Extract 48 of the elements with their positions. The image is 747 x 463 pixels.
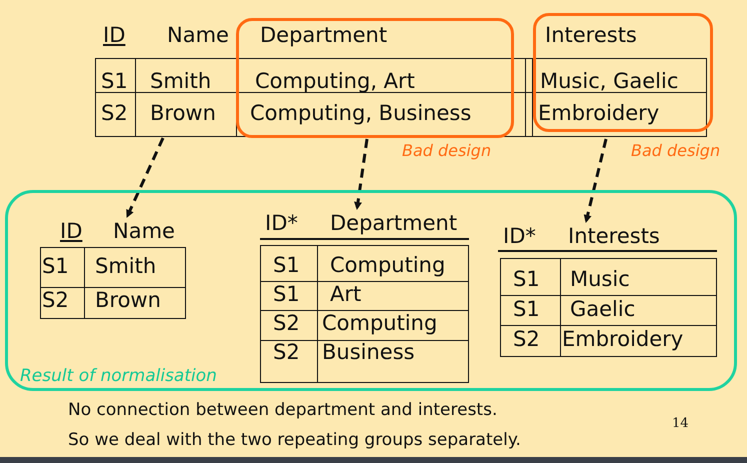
column-heading: Name	[113, 218, 175, 244]
table-entry: S2	[273, 310, 300, 336]
table-entry: Business	[322, 339, 415, 365]
table-entry: Smith	[150, 68, 212, 94]
table-entry: S2	[42, 287, 69, 313]
table-entry: S2	[273, 339, 300, 365]
dashed-arrow	[126, 137, 164, 218]
column-heading: Department	[260, 22, 388, 48]
column-heading: Interests	[545, 22, 637, 48]
panel-caption: Result of normalisation	[20, 366, 217, 386]
highlight-outline	[236, 18, 514, 138]
highlight-outline	[533, 13, 713, 132]
column-heading: Name	[167, 22, 229, 48]
table-entry: Computing, Business	[250, 100, 472, 126]
table-entry: Music	[570, 266, 630, 292]
table-entry: S2	[513, 326, 540, 352]
table-entry: S2	[101, 100, 128, 126]
table-entry: Embroidery	[562, 326, 684, 352]
table-entry: Embroidery	[538, 100, 660, 126]
column-heading: Interests	[568, 223, 660, 249]
table-entry: Computing, Art	[255, 68, 415, 94]
dashed-arrow	[354, 138, 368, 210]
page-number: 14	[672, 416, 689, 431]
table-entry: Smith	[95, 253, 156, 279]
column-heading: ID	[103, 22, 126, 48]
table-entry: Art	[330, 281, 362, 307]
note-text: So we deal with the two repeating groups separately.	[68, 430, 521, 450]
table-entry: Brown	[95, 287, 161, 313]
column-heading: ID*	[503, 223, 536, 249]
table-entry: S1	[42, 253, 69, 279]
column-heading: Department	[330, 210, 458, 236]
table-entry: S1	[513, 296, 540, 322]
table-entry: Brown	[150, 100, 216, 126]
column-heading: ID*	[265, 210, 298, 236]
column-heading: ID	[60, 218, 82, 244]
table-entry: S1	[101, 68, 128, 94]
table-entry: S1	[273, 281, 300, 307]
table-entry: Gaelic	[570, 296, 636, 322]
dashed-arrow	[584, 138, 608, 223]
table-entry: S1	[513, 266, 540, 292]
note-text: Bad design	[402, 141, 492, 160]
note-text: Bad design	[631, 141, 720, 160]
table-entry: Computing	[322, 310, 438, 336]
note-text: No connection between department and interests.	[68, 400, 498, 420]
table-entry: S1	[273, 252, 300, 278]
result-panel	[5, 190, 737, 391]
table-entry: Music, Gaelic	[540, 68, 678, 94]
table-entry: Computing	[330, 252, 446, 278]
